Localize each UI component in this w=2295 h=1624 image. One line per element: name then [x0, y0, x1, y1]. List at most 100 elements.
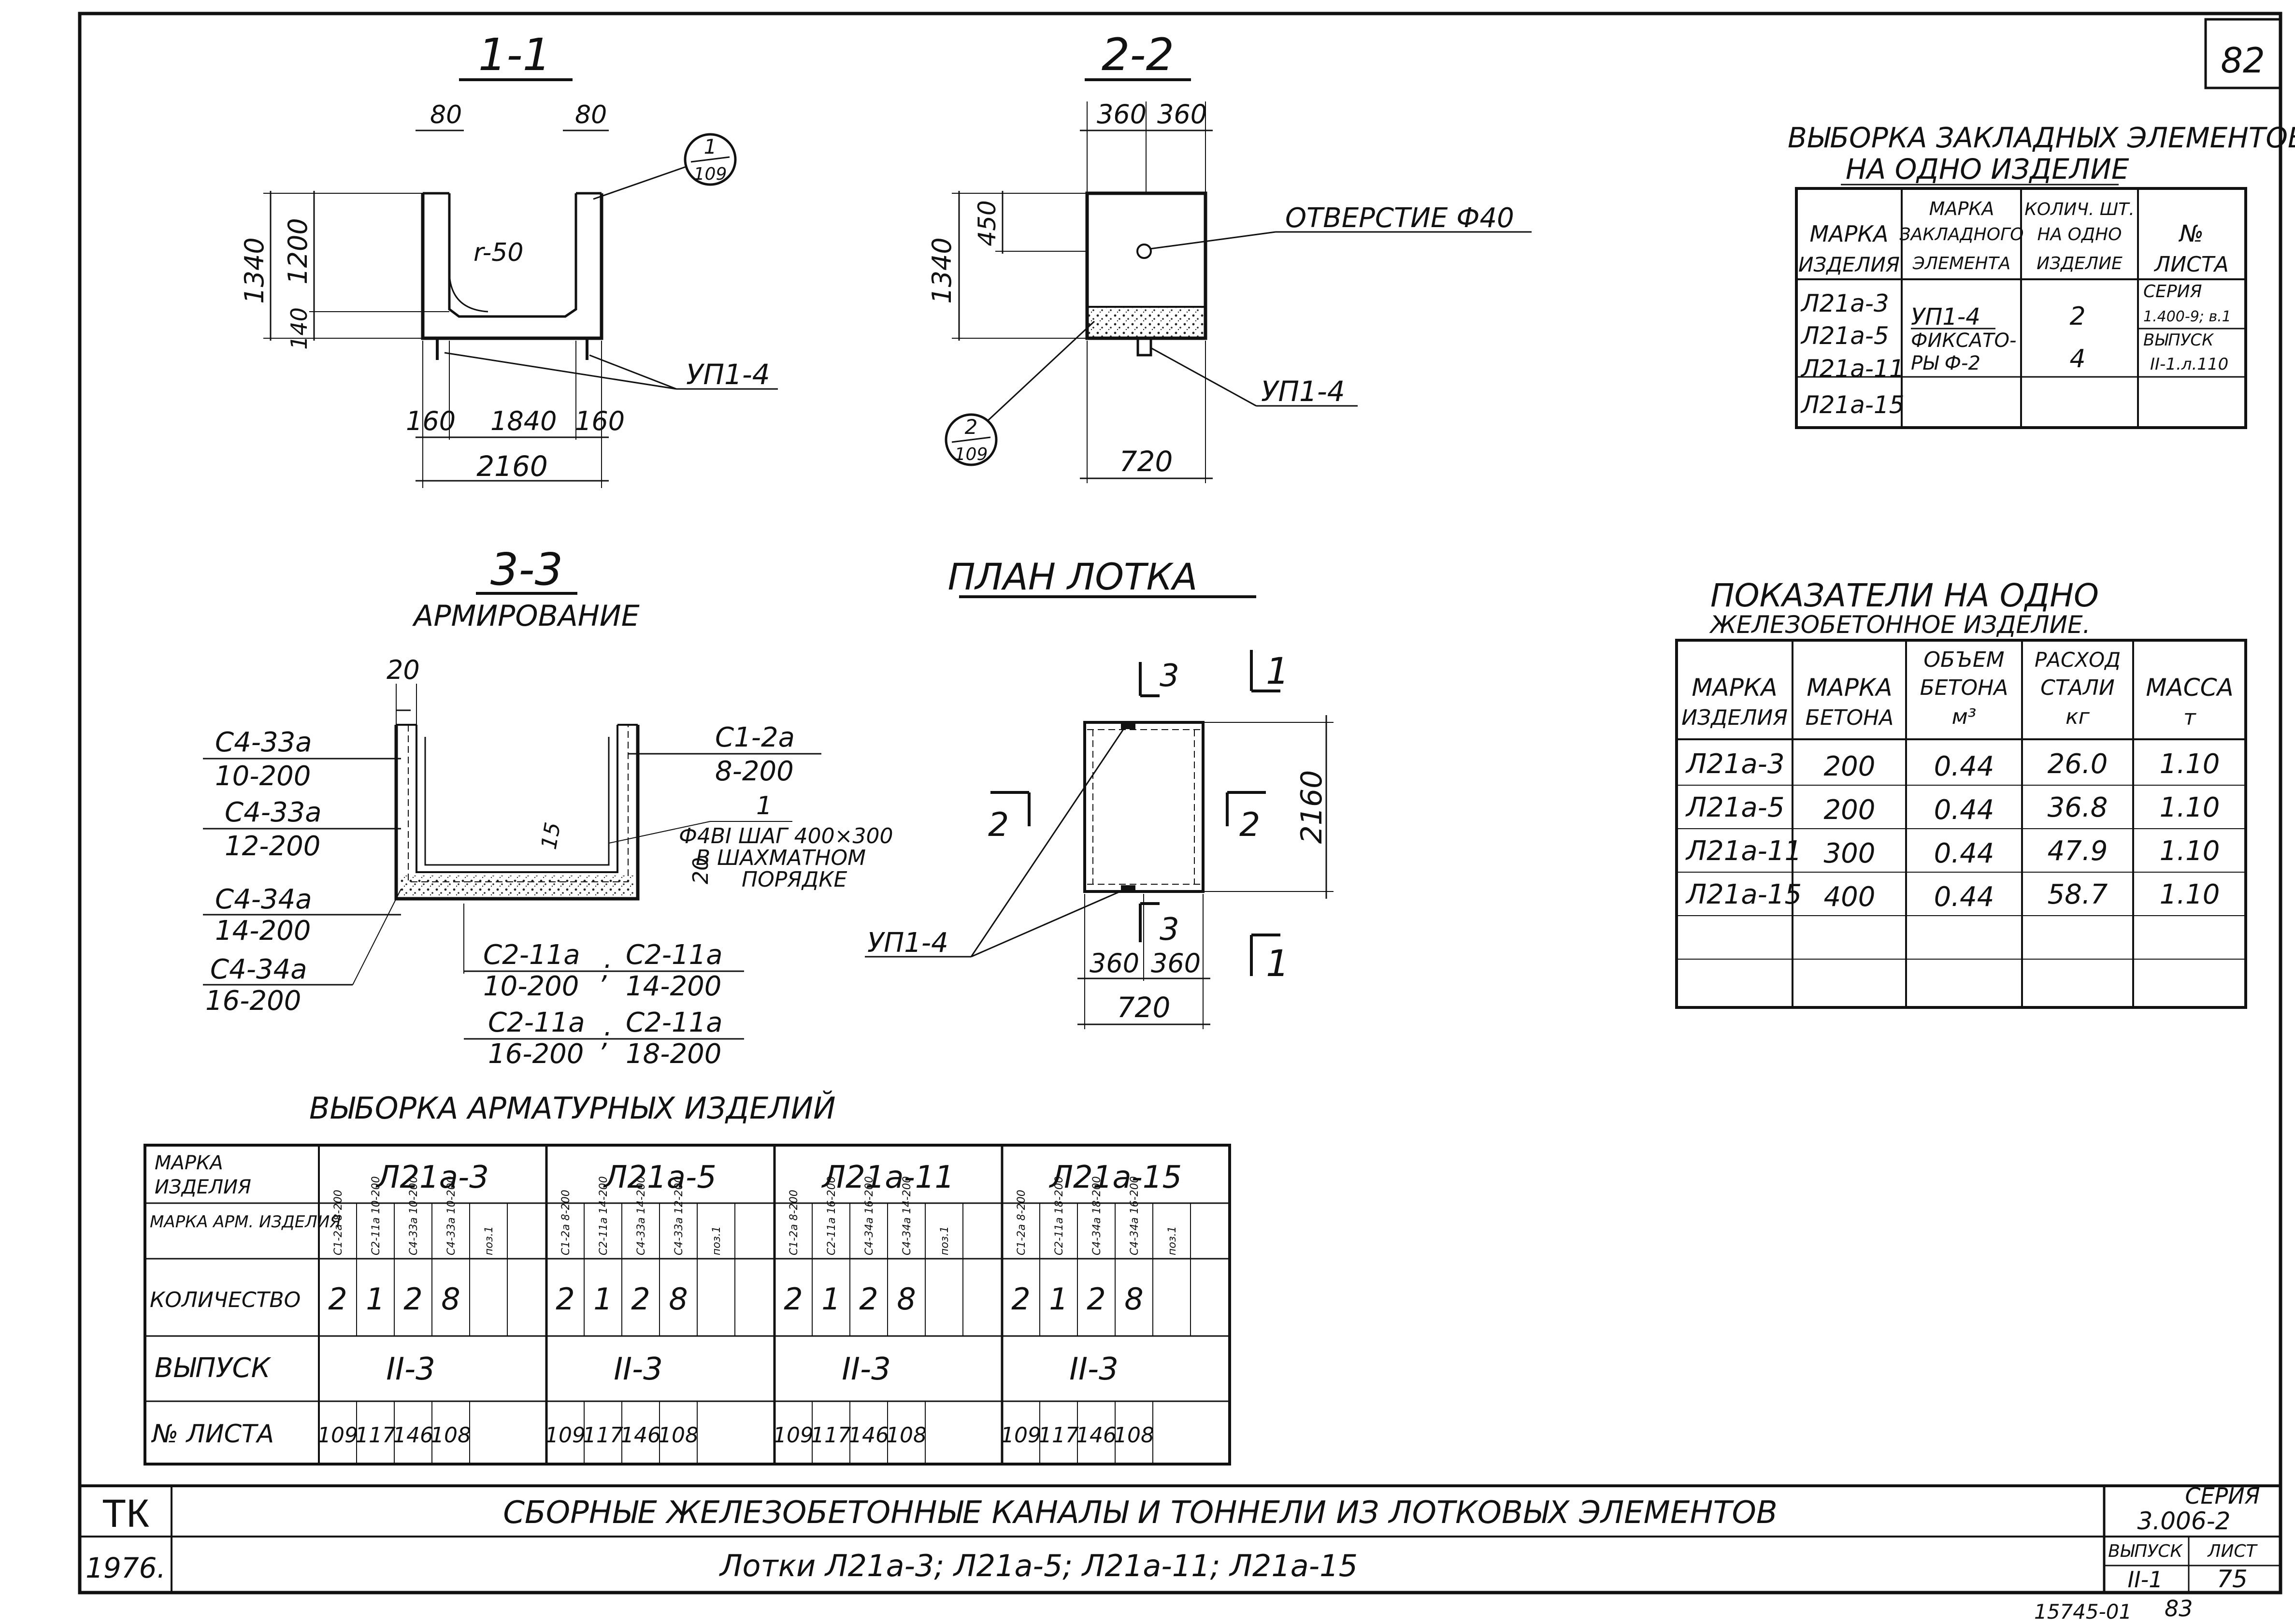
plan-mark-3-bot: 3 [1160, 912, 1179, 948]
rebar-qty: 2 [556, 1281, 574, 1317]
s33-bottom-label: С2-11а [626, 1007, 723, 1038]
rebar-sheet-number: 109 [317, 1423, 358, 1448]
s33-label: 16-200 [205, 985, 301, 1017]
section-1-1: 1-1 r-50 80 80 1340 1200 140 160 1840 [239, 29, 778, 488]
plan-mark-1-top: 1 [1266, 649, 1289, 692]
ind-cell: Л21а-5 [1685, 792, 1785, 823]
emb-mark-2: Л21а-5 [1800, 322, 1889, 350]
rebar-sheet-number: 146 [1076, 1423, 1117, 1448]
rebar-item-label: С1-2а 8-200 [788, 1190, 800, 1255]
ind-cell: Л21а-11 [1685, 835, 1802, 867]
dim-total-width: 2160 [476, 450, 548, 483]
rebar-item-label: С4-34а 18-200 [1091, 1176, 1103, 1255]
s33-label: 14-200 [215, 915, 311, 947]
rebar-item-label: поз.1 [1166, 1226, 1178, 1255]
emb-h-sheet-1: № [2178, 220, 2204, 247]
dim-33-20b: 20 [688, 857, 713, 884]
rebar-item-label: С2-11а 10-200 [370, 1176, 382, 1255]
ind-h-concrete-1: Марка [1807, 674, 1892, 702]
dim-33-20: 20 [387, 655, 420, 685]
rebar-issue: II-3 [386, 1351, 435, 1387]
rebar-sheet-number: 117 [583, 1423, 623, 1448]
rebar-qty: 2 [1087, 1281, 1105, 1317]
ind-row-1: Л21а-3 200 0.44 26.0 1.10 [1685, 748, 2220, 782]
rebar-item-label: поз.1 [939, 1226, 951, 1255]
emb-el-3: ры ф-2 [1911, 352, 1980, 374]
dim-22-width: 720 [1119, 445, 1173, 478]
s33-right-label-top: С1-2а [715, 722, 795, 753]
ind-row-3: Л21а-11 300 0.44 47.9 1.10 [1685, 835, 2220, 869]
s33-label: С4-34а [210, 954, 307, 985]
rebar-qty: 8 [897, 1281, 916, 1317]
rebar-qty: 1 [1049, 1281, 1068, 1317]
ind-cell: Л21а-3 [1685, 748, 1785, 780]
title-block-sheet-value: 75 [2217, 1565, 2248, 1593]
ind-cell: 200 [1824, 751, 1876, 782]
rebar-qty: 8 [669, 1281, 688, 1317]
rebar-qty: 1 [366, 1281, 385, 1317]
title-block-series-label: серия [2185, 1483, 2260, 1509]
ind-cell: 47.9 [2048, 835, 2108, 867]
ind-row-2: Л21а-5 200 0.44 36.8 1.10 [1685, 792, 2220, 826]
plan-dim-left: 360 [1090, 948, 1139, 978]
ind-cell: Л21а-15 [1685, 879, 1802, 910]
emb-h-mark-1: Марка [1809, 221, 1888, 247]
rebar-sheet-number: 108 [430, 1423, 471, 1448]
rebar-qty: 1 [593, 1281, 612, 1317]
rebar-item-label: С2-11а 14-200 [598, 1176, 610, 1255]
rebar-issue: II-3 [1069, 1351, 1119, 1387]
drawing-frame: 82 [78, 12, 2282, 1595]
rebar-sheet-number: 108 [658, 1423, 699, 1448]
rebar-qty: 2 [784, 1281, 803, 1317]
emb-ref-4: II-1.л.110 [2150, 355, 2228, 374]
dim-33-15: 15 [537, 820, 566, 851]
emb-ref-2: 1.400-9; в.1 [2143, 308, 2231, 325]
s33-bottom-label: 18-200 [626, 1038, 721, 1070]
rebar-item-label: С1-2а 8-200 [332, 1190, 344, 1255]
rebar-item-label: поз.1 [711, 1226, 723, 1255]
emb-h-el-3: элемента [1912, 254, 2010, 273]
rebar-row-label-2: количество [150, 1288, 301, 1312]
s33-bottom-label: С2-11а [626, 939, 723, 971]
s33-right-label-bot: 8-200 [715, 756, 794, 787]
emb-h-qty-1: Колич. шт. [2024, 200, 2134, 219]
ind-h-mass-1: Масса [2146, 674, 2233, 702]
emb-h-el-2: закладного [1900, 225, 2024, 244]
dim-top-left: 80 [430, 101, 462, 129]
rebar-qty: 2 [859, 1281, 878, 1317]
rebar-row-label-1: Марка арм. изделия [150, 1212, 341, 1232]
ind-h-steel-1: Расход [2035, 648, 2121, 672]
indicators-title-2: железобетонное изделие. [1709, 611, 2090, 639]
ind-h-vol-1: Объем [1923, 647, 2004, 672]
dim-height-inner: 1200 [283, 218, 313, 284]
title-block-issue-label: выпуск [2108, 1541, 2183, 1561]
rebar-group-name: Л21а-5 [603, 1160, 717, 1195]
embedded-table-title-1: Выборка закладных элементов [1788, 121, 2295, 154]
rebar-sheet-number: 146 [848, 1423, 889, 1448]
ind-h-mark-1: Марка [1692, 674, 1777, 702]
ind-cell: 58.7 [2048, 879, 2108, 910]
dim-22-height: 1340 [927, 237, 957, 303]
emb-mark-1: Л21а-3 [1800, 289, 1889, 317]
ind-h-mark-2: изделия [1681, 705, 1788, 730]
title-block-sheet-label: лист [2207, 1541, 2258, 1561]
rebar-sheet-number: 109 [545, 1423, 586, 1448]
s33-bottom-label: 16-200 [488, 1038, 584, 1070]
s33-note-1: ф4ВI шаг 400×300 [679, 824, 893, 848]
label-hole: отверстие ф40 [1285, 202, 1514, 234]
rebar-sheet-number: 109 [773, 1423, 814, 1448]
rebar-table-title: Выборка арматурных изделий [309, 1090, 836, 1126]
rebar-item-label: С4-34а 16-200 [1129, 1176, 1141, 1255]
emb-ref-3: выпуск [2143, 331, 2214, 350]
rebar-sheet-number: 108 [886, 1423, 927, 1448]
emb-count-2: 4 [2069, 345, 2085, 374]
title-block-org: ТК [102, 1492, 149, 1536]
rebar-item-label: С4-34а 14-200 [901, 1176, 913, 1255]
rebar-item-label: С1-2а 8-200 [560, 1190, 572, 1255]
callout-bubble-2 [945, 413, 998, 466]
s33-label: С4-33а [225, 797, 322, 828]
rebar-sheet-number: 117 [355, 1423, 396, 1448]
rebar-row-label-4: № листа [151, 1420, 274, 1449]
